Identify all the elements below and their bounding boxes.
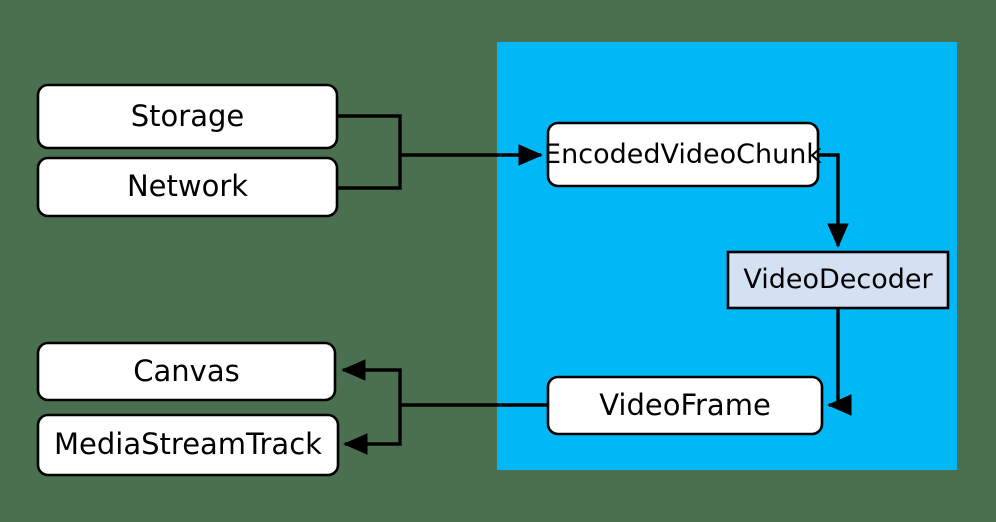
edge-video-decoder-to-video-frame (827, 308, 852, 416)
edge-network-to-encoded-video-chunk (337, 155, 402, 190)
node-video-decoder[interactable] (726, 250, 950, 310)
edge-storage-to-encoded-video-chunk (337, 114, 543, 166)
node-media-stream-track[interactable] (36, 413, 340, 477)
node-storage[interactable] (36, 83, 339, 150)
node-canvas[interactable] (36, 341, 337, 402)
node-encoded-video-chunk[interactable] (546, 121, 820, 188)
edge-video-frame-to-media-stream-track (343, 405, 402, 455)
edge-video-frame-to-canvas (341, 359, 402, 405)
node-network[interactable] (36, 156, 339, 218)
node-video-frame[interactable] (546, 375, 824, 436)
edge-encoded-video-chunk-to-video-decoder (818, 153, 849, 248)
